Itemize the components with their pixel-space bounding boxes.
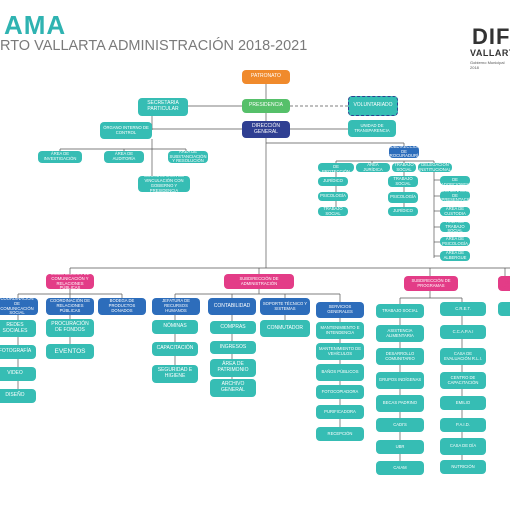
direccion-general-box: DIRECCIÓN GENERAL — [242, 121, 290, 138]
contabilidad-item: ARCHIVO GENERAL — [210, 379, 256, 397]
proc-col2-item: JURÍDICO — [388, 207, 418, 216]
programas-item: GRUPOS INDÍGENAS — [376, 372, 424, 389]
programas-item: NUTRICIÓN — [440, 460, 486, 474]
comunicacion-item: DISEÑO — [0, 389, 36, 403]
proc-col2-item: TRABAJO SOCIAL — [388, 176, 418, 187]
coordinacion-vinculacion-box: COORDINACIÓN DE VINCULACIÓN CON GOBIERNO… — [138, 176, 190, 192]
relaciones-item: PROCURACIÓN DE FONDOS — [46, 319, 94, 337]
programas-item: CADI'S — [376, 418, 424, 432]
servicios-item: FOTOCOPIADORA — [316, 385, 364, 399]
area-investigacion-box: ÁREA DE INVESTIGACIÓN — [38, 151, 82, 163]
contabilidad-item: COMPRAS — [210, 321, 256, 334]
recursos-humanos-box: JEFATURA DE RECURSOS HUMANOS — [152, 298, 200, 315]
patronato-box: PATRONATO — [242, 70, 290, 84]
programas-item: C.C.A.P.A.I — [440, 325, 486, 339]
procuraduria-right-box: DELEGACIÓN INSTITUCIONAL — [418, 163, 452, 172]
logo-text: DIF — [472, 24, 510, 49]
contabilidad-item: ÁREA DE PATRIMONIO — [210, 359, 256, 377]
servicios-item: BAÑOS PÚBLICOS — [316, 364, 364, 381]
soporte-item: CONMUTADOR — [260, 320, 310, 337]
presidencia-box: PRESIDENCIA — [242, 99, 290, 113]
procuraduria-mid-box: ÁREA JURÍDICA — [356, 163, 390, 172]
rh-item: CAPACITACIÓN — [152, 342, 198, 356]
programas-item: TRABAJO SOCIAL — [376, 304, 424, 318]
subdireccion-programas-box: SUBDIRECCIÓN DE PROGRAMAS — [404, 276, 458, 291]
proc-col1-item: TRABAJO SOCIAL — [318, 207, 348, 216]
procuraduria-left-box: PROCURADURÍA DE PROTECCIÓN — [318, 163, 354, 172]
voluntariado-box: VOLUNTARIADO — [348, 96, 398, 116]
servicios-generales-box: SERVICIOS GENERALES — [316, 302, 364, 318]
programas-item: P.A.I.D. — [440, 418, 486, 432]
programas-item: C.R.E.T. — [440, 302, 486, 316]
area-auditoria-box: ÁREA DE AUDITORÍA — [104, 151, 144, 163]
soporte-tecnico-box: SOPORTE TÉCNICO Y SISTEMAS — [260, 298, 310, 315]
comunicacion-item: REDES SOCIALES — [0, 320, 36, 337]
programas-item: UBR — [376, 440, 424, 454]
subdireccion-cutoff-box: SUBDIRECCIÓN DE PROGRAMAS — [498, 276, 510, 291]
programas-item: CASA DE DÍA — [440, 438, 486, 455]
proc-col3-item: COORDINACIÓN DE ADOPCIONES — [440, 176, 470, 185]
contabilidad-item: INGRESOS — [210, 341, 256, 354]
proc-col1-item: JURÍDICO — [318, 177, 348, 186]
programas-item: DESARROLLO COMUNITARIO — [376, 348, 424, 365]
comunicacion-item: FOTOGRAFÍA — [0, 345, 36, 359]
comunicacion-social-box: COORDINACIÓN DE COMUNICACIÓN SOCIAL — [0, 298, 38, 315]
rh-item: SEGURIDAD E HIGIENE — [152, 365, 198, 383]
proc-col1-item: PSICOLOGÍA — [318, 192, 348, 201]
logo-subtext: Gobierno Municipal 2018 — [470, 60, 505, 70]
proc-col3-item: ÁREA DE ALBERGUE — [440, 251, 470, 261]
page-subtitle: RTO VALLARTA ADMINISTRACIÓN 2018-2021 — [0, 38, 308, 54]
programas-item: BECAS PADRINO — [376, 395, 424, 412]
page-title: AMA — [4, 10, 67, 40]
proc-col3-item: COORDINACIÓN DE REPRESENTACIÓN — [440, 191, 470, 201]
programas-item: CAIAM — [376, 461, 424, 475]
proc-col3-item: ÁREA DE TRABAJO SOCIAL — [440, 222, 470, 232]
relaciones-item: EVENTOS — [46, 344, 94, 359]
programas-item: EMILIO — [440, 396, 486, 410]
contabilidad-box: CONTABILIDAD — [208, 298, 256, 315]
dif-logo: DIF VALLARTA Gobierno Municipal 2018 — [458, 24, 510, 76]
servicios-item: MANTENIMIENTO DE VEHÍCULOS — [316, 343, 364, 360]
comunicacion-item: VIDEO — [0, 367, 36, 381]
servicios-item: MANTENIMIENTO E INTENDENCIA — [316, 322, 364, 339]
procuraduria-mid2-box: TRABAJO SOCIAL — [392, 163, 416, 172]
area-substanciacion-box: ÁREA DE SUBSTANCIACIÓN Y RESOLUCIÓN — [168, 151, 208, 163]
unidad-transparencia-box: UNIDAD DE TRANSPARENCIA — [348, 120, 396, 137]
bodega-productos-box: BODEGA DE PRODUCTOS DONADOS — [98, 298, 146, 315]
servicios-item: RECEPCIÓN — [316, 427, 364, 441]
procuraduria-head-box: SUBDIRECCIÓN DE PROCURADURÍA — [389, 146, 419, 158]
secretaria-particular-box: SECRETARIA PARTICULAR — [138, 98, 188, 116]
servicios-item: PURIFICADORA — [316, 405, 364, 419]
subdireccion-administracion-box: SUBDIRECCIÓN DE ADMINISTRACIÓN — [224, 274, 294, 289]
programas-item: CENTRO DE CAPACITACIÓN — [440, 372, 486, 389]
proc-col3-item: ÁREA DE CUSTODIA — [440, 207, 470, 216]
proc-col2-item: PSICOLOGÍA — [388, 192, 418, 203]
logo-city: VALLARTA — [470, 48, 510, 58]
programas-item: ASISTENCIA ALIMENTARIA — [376, 325, 424, 342]
rh-item: NÓMINAS — [152, 320, 198, 334]
programas-item: CASA DE EVALUACIÓN R.L.I. — [440, 348, 486, 365]
relaciones-publicas-box: COORDINACIÓN DE RELACIONES PÚBLICAS — [46, 298, 94, 315]
organo-interno-box: ÓRGANO INTERNO DE CONTROL — [100, 122, 152, 139]
proc-col3-item: ÁREA DE PSICOLOGÍA — [440, 237, 470, 246]
subdireccion-comunicacion-box: SUBDIRECCIÓN DE COMUNICACIÓN Y RELACIONE… — [46, 274, 94, 289]
cutoff-item-box: TRABAJO SOCIAL — [498, 302, 510, 316]
